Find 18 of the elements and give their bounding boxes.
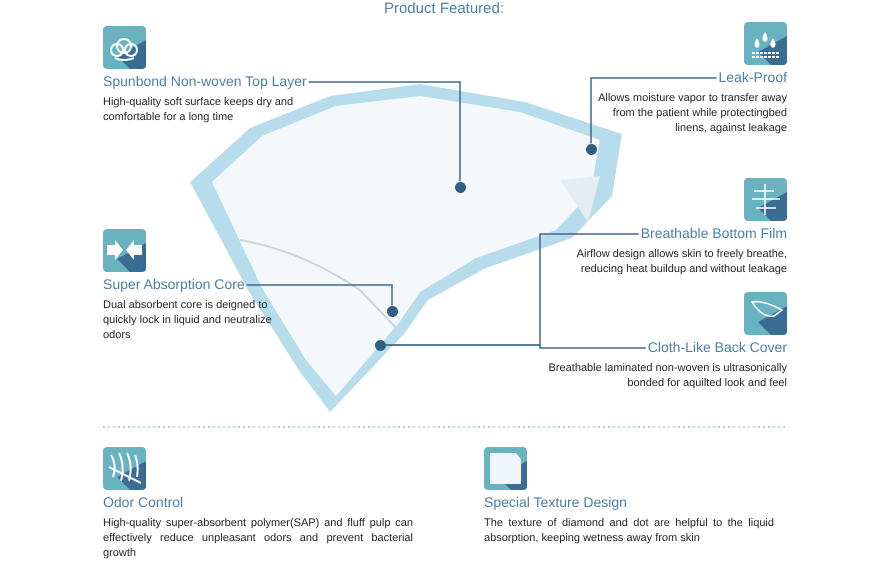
title: Product Featured: bbox=[382, 0, 506, 17]
feature-heading: Leak-Proof bbox=[718, 69, 787, 85]
feature-description: Airflow design allows skin to freely breathe, reducing heat buildup and without leakage bbox=[576, 247, 787, 277]
feature-description: Allows moisture vapor to transfer away from the patient while protectingbed linens, against leakage bbox=[597, 91, 787, 136]
leader-line bbox=[386, 344, 646, 349]
feature-description: Breathable laminated non-woven is ultrasonically bonded for aquilted look and feel bbox=[548, 361, 787, 391]
feature-description: Dual absorbent core is deigned to quickly lock in liquid and neutralize odors bbox=[103, 298, 273, 343]
feature-heading: Breathable Bottom Film bbox=[640, 225, 787, 241]
feature-description: High-quality super-absorbent polymer(SAP) and fluff pulp can effectively reduce unpleasant odors and prevent bacterial growth bbox=[103, 516, 413, 561]
feature-heading: Cloth-Like Back Cover bbox=[648, 339, 787, 355]
feature-description: The texture of diamond and dot are helpful to the liquid absorption, keeping wetness away from skin bbox=[484, 516, 774, 546]
leader-line bbox=[246, 284, 393, 306]
leader-line bbox=[308, 81, 461, 182]
feature-heading: Special Texture Design bbox=[484, 494, 627, 510]
feature-description: High-quality soft surface keeps dry and comfortable for a long time bbox=[103, 95, 294, 125]
feature-heading: Super Absorption Core bbox=[103, 276, 245, 292]
feature-heading: Odor Control bbox=[103, 494, 184, 510]
feature-heading: Spunbond Non-woven Top Layer bbox=[103, 73, 307, 89]
